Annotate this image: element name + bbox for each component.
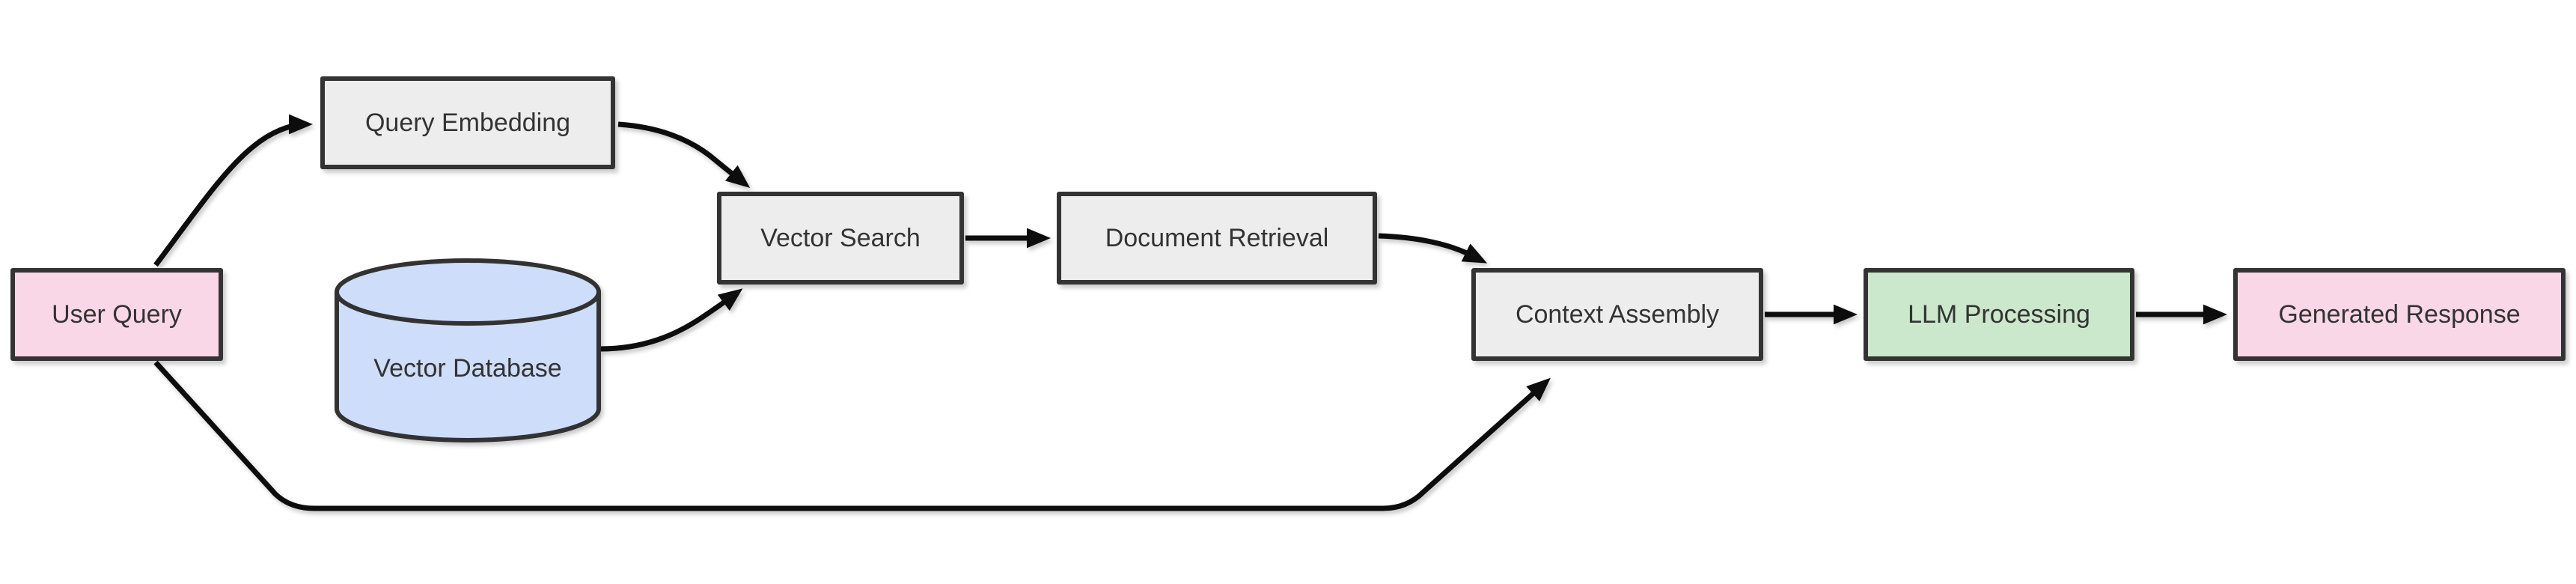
node-query-embedding: Query Embedding: [320, 76, 615, 169]
node-query-embedding-label: Query Embedding: [364, 109, 571, 137]
edges-group: [153, 114, 2227, 511]
node-llm-processing-label: LLM Processing: [1908, 300, 2090, 329]
edge-user-query-to-context-assembly: [153, 360, 1551, 511]
node-vector-search-label: Vector Search: [760, 224, 921, 252]
node-context-assembly: Context Assembly: [1471, 268, 1763, 361]
cylinder-top-ellipse: [335, 258, 601, 326]
node-user-query: User Query: [10, 268, 223, 361]
node-user-query-label: User Query: [52, 300, 182, 329]
node-generated-response-label: Generated Response: [2278, 300, 2521, 329]
edge-user-query-to-query-embedding: [153, 114, 313, 267]
node-vector-database-label-box: Vector Database: [337, 338, 599, 398]
node-vector-database-label: Vector Database: [373, 354, 562, 383]
node-document-retrieval: Document Retrieval: [1057, 192, 1377, 285]
node-vector-search: Vector Search: [717, 192, 964, 285]
edge-vector-database-to-vector-search: [599, 288, 743, 352]
cylinder-body: [335, 290, 601, 442]
node-context-assembly-label: Context Assembly: [1515, 300, 1720, 329]
edge-query-embedding-to-vector-search: [617, 121, 751, 188]
node-generated-response: Generated Response: [2233, 268, 2566, 361]
node-document-retrieval-label: Document Retrieval: [1105, 224, 1329, 252]
edge-document-retrieval-to-context-assembly: [1378, 233, 1488, 264]
vector-database-cylinder: [335, 258, 601, 442]
node-llm-processing: LLM Processing: [1864, 268, 2134, 361]
